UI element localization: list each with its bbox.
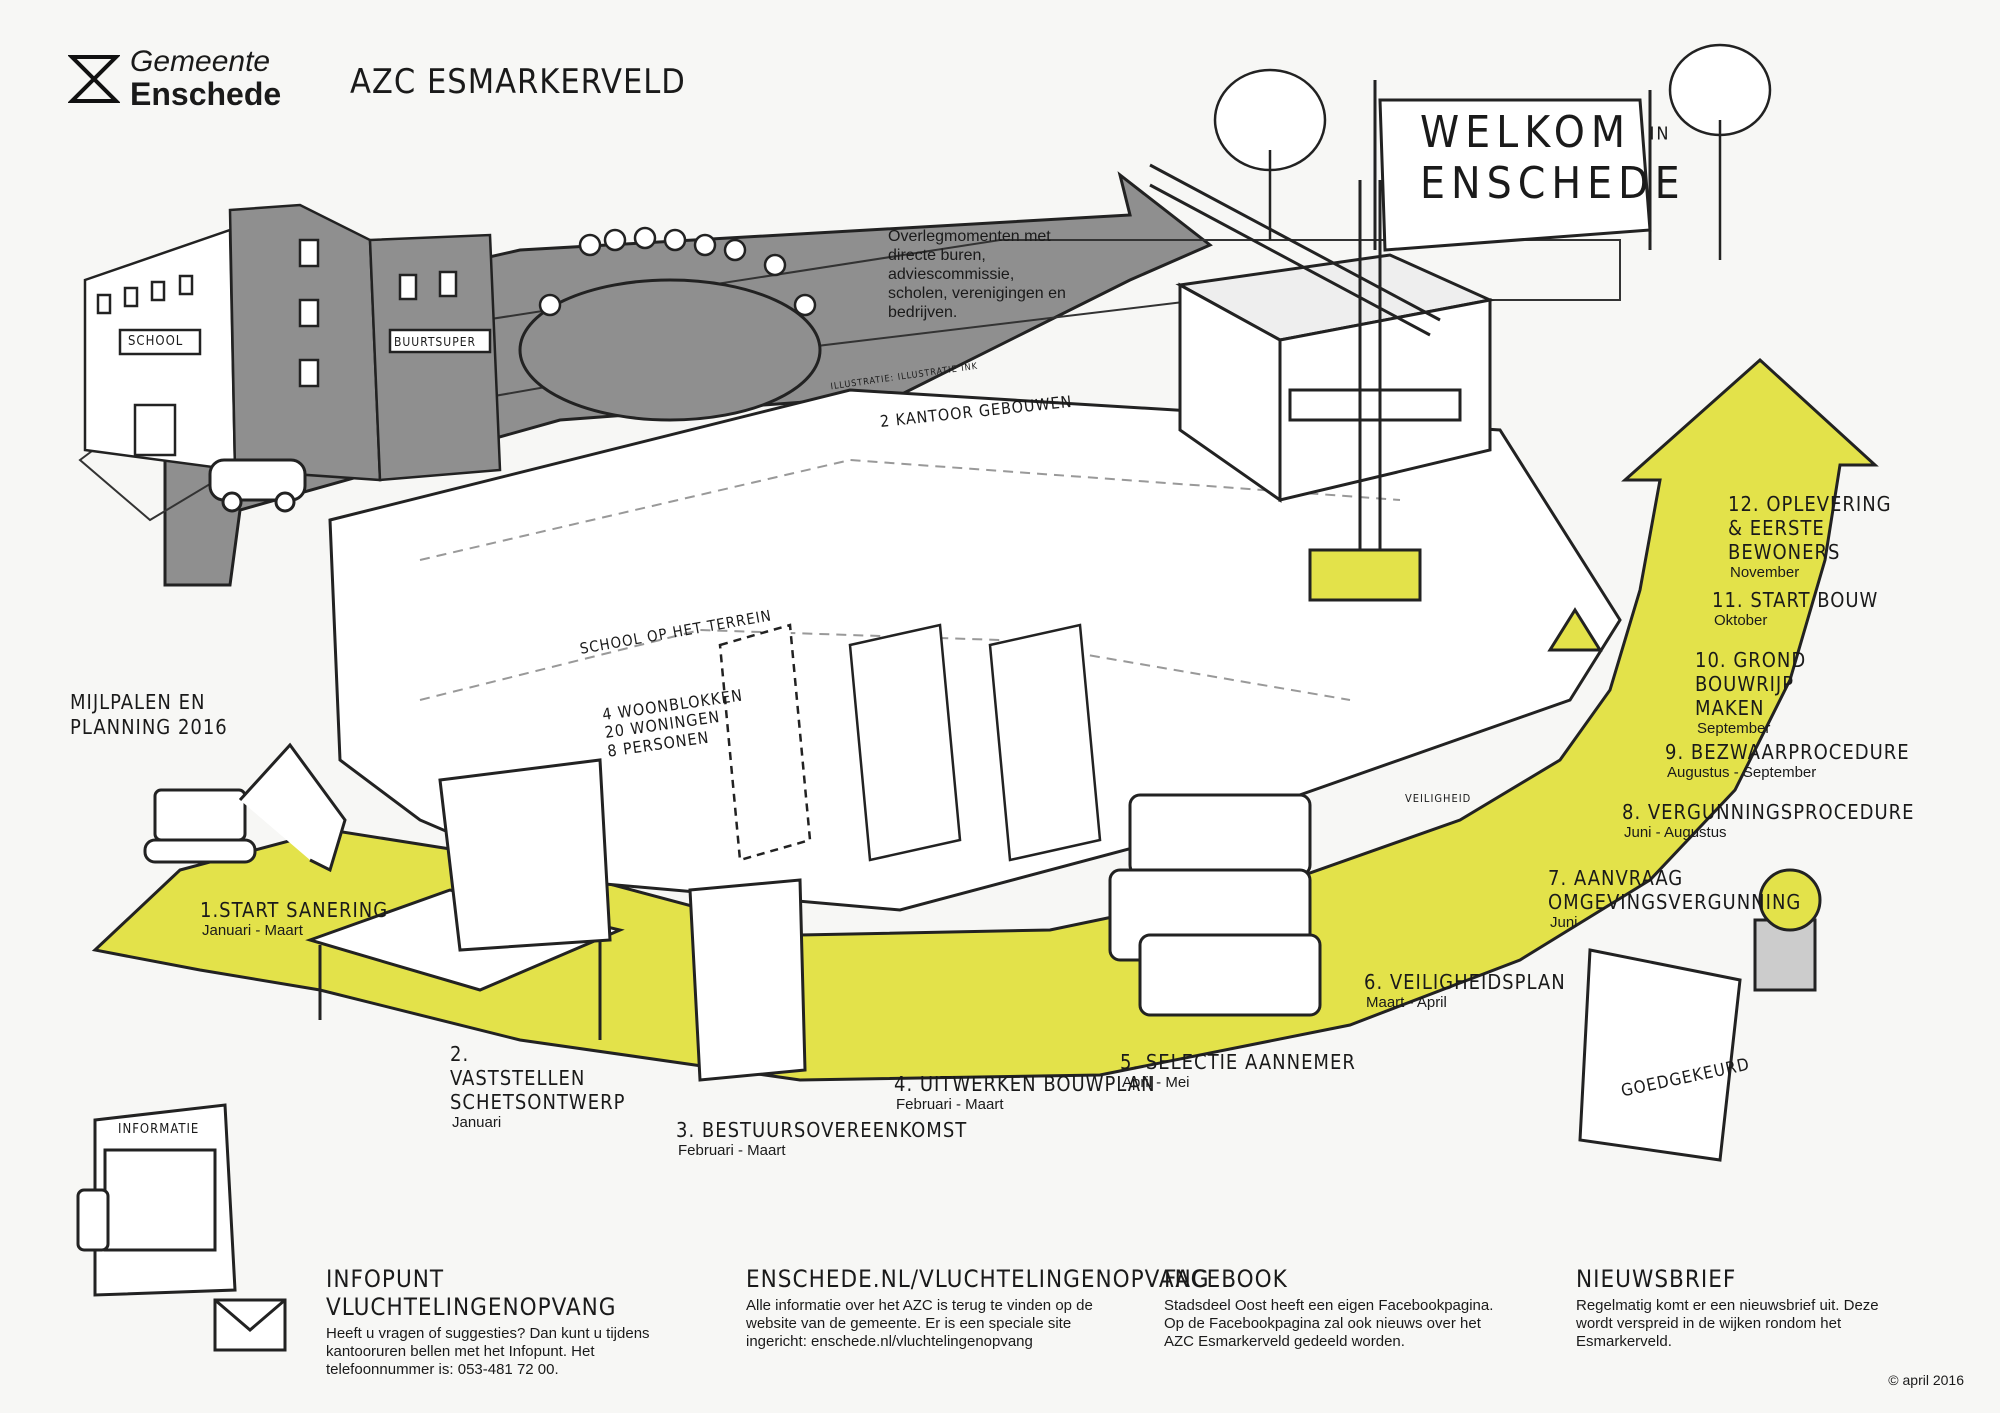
milestone-date: Maart - April [1366, 994, 1447, 1011]
milestone-name: 10. GROND BOUWRIJP MAKEN [1695, 648, 1807, 720]
meeting-people [538, 226, 817, 317]
milestone-date: April - Mei [1122, 1074, 1190, 1091]
milestone-name: 4. UITWERKEN BOUWPLAN [894, 1072, 1156, 1096]
vans [1108, 793, 1322, 1017]
milestone-date: Oktober [1714, 612, 1768, 629]
consultation-note: Overlegmomenten met directe buren, advie… [888, 228, 1066, 321]
milestone-name: 6. VEILIGHEIDSPLAN [1364, 970, 1566, 994]
milestone-name: 11. START BOUW [1712, 588, 1879, 612]
milestone-date: Januari [452, 1114, 502, 1131]
car-icon [208, 458, 307, 513]
documents [438, 758, 807, 1082]
page-title: AZC ESMARKERVELD [350, 62, 686, 102]
stamp-icon [1758, 868, 1822, 932]
houses [83, 203, 502, 482]
milestone-date: Juni [1550, 914, 1578, 931]
milestone-10: 10. GROND BOUWRIJP MAKEN September [1695, 648, 1845, 737]
informatie-sign: INFORMATIE [118, 1122, 200, 1137]
milestone-date: November [1730, 564, 1800, 581]
logo-line1: Gemeente [130, 45, 271, 78]
milestone-8: 8. VERGUNNINGSPROCEDURE Juni - Augustus [1622, 800, 1915, 841]
welcome-line2: ENSCHEDE [1420, 157, 1686, 209]
milestone-3: 3. BESTUURSOVEREENKOMST Februari - Maart [676, 1118, 967, 1159]
welcome-text: WELKOM IN ENSCHEDE [1420, 107, 1686, 209]
warning-sign-icon [1547, 607, 1603, 652]
milestone-name: 8. VERGUNNINGSPROCEDURE [1622, 800, 1915, 824]
milestone-name: 1.START SANERING [200, 898, 389, 922]
footer-facebook[interactable]: FACEBOOK Stadsdeel Oost heeft een eigen … [1164, 1265, 1494, 1351]
gemeente-enschede-logo-icon [68, 54, 120, 103]
meeting-table [518, 278, 822, 422]
milestone-12: 12. OPLEVERING & EERSTE BEWONERS Novembe… [1728, 492, 1913, 581]
milestone-11: 11. START BOUW Oktober [1712, 588, 1878, 629]
footer-infopunt: INFOPUNT VLUCHTELINGENOPVANG Heeft u vra… [326, 1265, 686, 1379]
welcome-banner [1373, 80, 1652, 252]
milestone-name: 3. BESTUURSOVEREENKOMST [676, 1118, 968, 1142]
milestone-name: 9. BEZWAARPROCEDURE [1665, 740, 1910, 764]
trees [1213, 43, 1772, 260]
footer-text: Alle informatie over het AZC is terug te… [746, 1297, 1093, 1350]
footer-heading[interactable]: FACEBOOK [1164, 1265, 1288, 1293]
milestone-date: September [1697, 720, 1771, 737]
milestone-date: Januari - Maart [202, 922, 303, 939]
milestone-5: 5. SELECTIE AANNEMER April - Mei [1120, 1050, 1356, 1091]
milestone-6: 6. VEILIGHEIDSPLAN Maart - April [1364, 970, 1566, 1011]
veiligheid-label: VEILIGHEID [1405, 792, 1472, 805]
school-sign: SCHOOL [128, 334, 184, 349]
milestone-name: 12. OPLEVERING & EERSTE BEWONERS [1728, 492, 1892, 564]
milestone-date: Augustus - September [1667, 764, 1817, 781]
milestone-name: 2. VASTSTELLEN SCHETSONTWERP [450, 1042, 626, 1114]
gemeente-logo[interactable]: Gemeente Enschede [68, 46, 281, 111]
buurtsuper-sign: BUURTSUPER [394, 335, 477, 349]
footer-text: Heeft u vragen of suggesties? Dan kunt u… [326, 1325, 650, 1378]
footer-heading: INFOPUNT VLUCHTELINGENOPVANG [326, 1265, 617, 1321]
crane-icon [1149, 163, 1441, 602]
footer-text: Regelmatig komt er een nieuwsbrief uit. … [1576, 1297, 1879, 1350]
milestone-4: 4. UITWERKEN BOUWPLAN Februari - Maart [894, 1072, 1156, 1113]
footer-nieuwsbrief: NIEUWSBRIEF Regelmatig komt er een nieuw… [1576, 1265, 1906, 1351]
milestone-1: 1.START SANERING Januari - Maart [200, 898, 388, 939]
welcome-in: IN [1649, 123, 1671, 145]
footer-text: Stadsdeel Oost heeft een eigen Facebookp… [1164, 1297, 1494, 1350]
office-building [1175, 253, 1495, 503]
information-kiosk [93, 1103, 237, 1297]
milestone-7: 7. AANVRAAG OMGEVINGSVERGUNNING Juni [1548, 866, 1802, 931]
milestone-date: Juni - Augustus [1624, 824, 1727, 841]
milestone-2: 2. VASTSTELLEN SCHETSONTWERP Januari [450, 1042, 626, 1131]
mijlpalen-line2: PLANNING 2016 [70, 715, 228, 739]
welcome-line1: WELKOM [1420, 107, 1632, 158]
mijlpalen-heading: MIJLPALEN EN PLANNING 2016 [70, 690, 228, 740]
envelope-icon [213, 1298, 287, 1352]
copyright: © april 2016 [1888, 1372, 1964, 1388]
residential-blocks [718, 623, 1102, 862]
goedgekeurd-document [1578, 918, 1817, 1162]
milestone-9: 9. BEZWAARPROCEDURE Augustus - September [1665, 740, 1910, 781]
footer-website[interactable]: ENSCHEDE.NL/VLUCHTELINGENOPVANG Alle inf… [746, 1265, 1210, 1351]
milestone-name: 7. AANVRAAG OMGEVINGSVERGUNNING [1548, 866, 1802, 914]
milestone-name: 5. SELECTIE AANNEMER [1120, 1050, 1356, 1074]
mijlpalen-line1: MIJLPALEN EN [70, 690, 206, 714]
milestone-date: Februari - Maart [896, 1096, 1004, 1113]
footer-heading: NIEUWSBRIEF [1576, 1265, 1737, 1293]
footer-heading[interactable]: ENSCHEDE.NL/VLUCHTELINGENOPVANG [746, 1265, 1210, 1293]
excavator-icon [143, 742, 347, 873]
phone-icon [76, 1188, 110, 1252]
milestone-date: Februari - Maart [678, 1142, 786, 1159]
logo-line2: Enschede [130, 75, 282, 112]
